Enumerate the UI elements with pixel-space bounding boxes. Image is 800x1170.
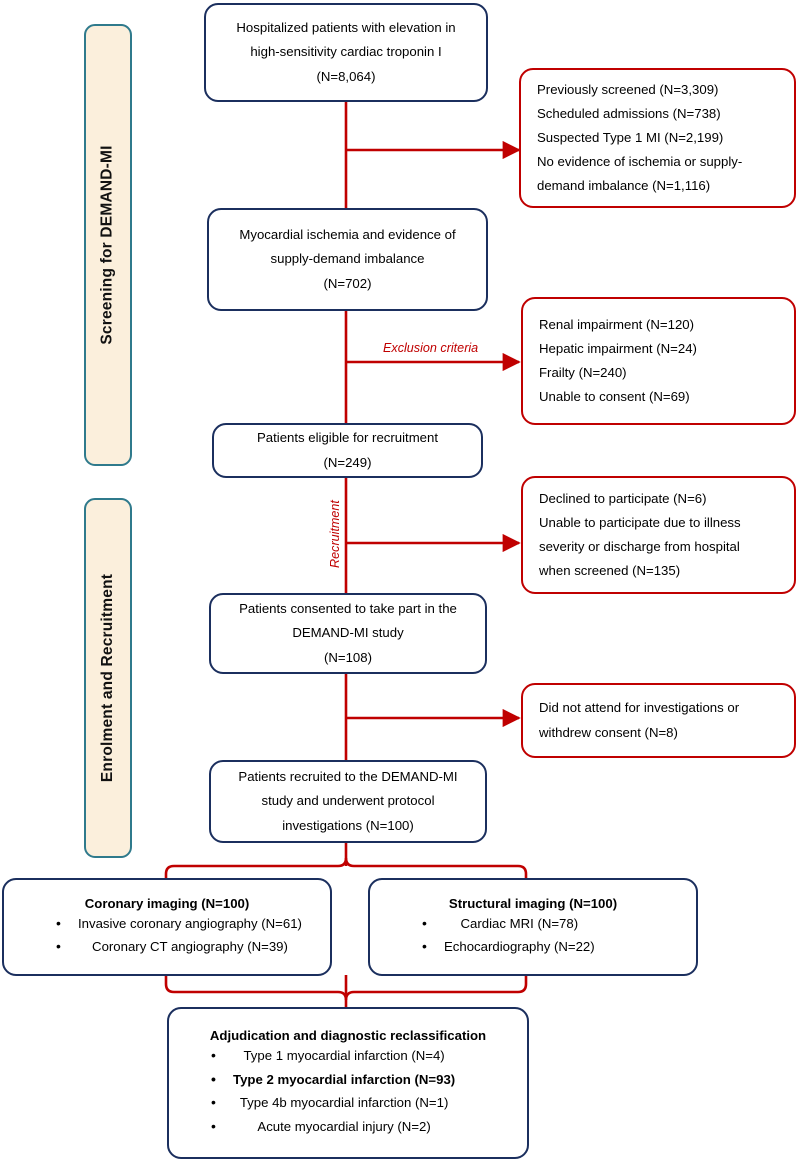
- phase-rail-enrolment: Enrolment and Recruitment: [84, 498, 132, 858]
- bullet-list: Cardiac MRI (N=78) Echocardiography (N=2…: [370, 911, 595, 959]
- node-line: investigations (N=100): [282, 817, 414, 833]
- exclusion-line: Suspected Type 1 MI (N=2,199): [537, 129, 724, 145]
- node-recruitment-exclusions: Declined to participate (N=6) Unable to …: [521, 476, 796, 594]
- node-enrolled-troponin: Hospitalized patients with elevation in …: [204, 3, 488, 102]
- node-line: Patients eligible for recruitment: [256, 430, 439, 446]
- node-line: (N=8,064): [316, 68, 376, 84]
- node-structural-imaging: Structural imaging (N=100) Cardiac MRI (…: [368, 878, 698, 976]
- exclusion-line: Did not attend for investigations or: [539, 700, 740, 716]
- node-line: Hospitalized patients with elevation in: [236, 20, 456, 36]
- node-eligible: Patients eligible for recruitment (N=249…: [212, 423, 483, 478]
- list-item: Invasive coronary angiography (N=61): [56, 911, 302, 936]
- list-item: Echocardiography (N=22): [422, 934, 595, 959]
- node-line: study and underwent protocol: [261, 793, 435, 809]
- node-line: (N=249): [323, 454, 372, 470]
- exclusion-line: Renal impairment (N=120): [539, 316, 695, 332]
- list-item: Acute myocardial injury (N=2): [211, 1114, 455, 1139]
- edge-split-bracket-top: [164, 857, 528, 898]
- node-eligibility-exclusions: Renal impairment (N=120) Hepatic impairm…: [521, 297, 796, 425]
- exclusion-line: when screened (N=135): [539, 563, 681, 579]
- node-attendance-exclusions: Did not attend for investigations or wit…: [521, 683, 796, 758]
- node-line: (N=108): [323, 649, 372, 665]
- edge-merge-bracket-bottom: [164, 960, 528, 1001]
- exclusion-line: Previously screened (N=3,309): [537, 81, 719, 97]
- bullet-list: Type 1 myocardial infarction (N=4) Type …: [169, 1043, 455, 1139]
- exclusion-line: severity or discharge from hospital: [539, 539, 740, 554]
- phase-rail-enrolment-label: Enrolment and Recruitment: [99, 573, 116, 783]
- list-item: Type 1 myocardial infarction (N=4): [211, 1043, 455, 1068]
- node-line: DEMAND-MI study: [292, 625, 404, 641]
- node-line: high-sensitivity cardiac troponin I: [250, 44, 442, 60]
- list-item: Cardiac MRI (N=78): [422, 911, 595, 936]
- exclusion-line: Unable to consent (N=69): [539, 389, 690, 405]
- node-line: (N=702): [323, 275, 372, 291]
- bullet-list: Invasive coronary angiography (N=61) Cor…: [4, 911, 302, 959]
- node-line: Patients consented to take part in the: [239, 601, 457, 617]
- node-title: Structural imaging (N=100): [448, 895, 618, 911]
- node-title: Adjudication and diagnostic reclassifica…: [209, 1028, 487, 1043]
- list-item: Type 4b myocardial infarction (N=1): [211, 1090, 455, 1115]
- exclusion-line: No evidence of ischemia or supply-: [537, 154, 743, 169]
- node-title: Coronary imaging (N=100): [84, 895, 250, 911]
- node-recruited: Patients recruited to the DEMAND-MI stud…: [209, 760, 487, 843]
- edge-label-exclusion-criteria: Exclusion criteria: [383, 341, 479, 355]
- node-line: Patients recruited to the DEMAND-MI: [238, 769, 458, 785]
- node-consented: Patients consented to take part in the D…: [209, 593, 487, 674]
- phase-rail-screening-label: Screening for DEMAND-MI: [99, 145, 117, 345]
- node-coronary-imaging: Coronary imaging (N=100) Invasive corona…: [2, 878, 332, 976]
- node-ischemia-supply-demand: Myocardial ischemia and evidence of supp…: [207, 208, 488, 311]
- list-item: Coronary CT angiography (N=39): [56, 934, 302, 959]
- node-screening-exclusions: Previously screened (N=3,309) Scheduled …: [519, 68, 796, 208]
- exclusion-line: Scheduled admissions (N=738): [537, 105, 721, 121]
- node-adjudication: Adjudication and diagnostic reclassifica…: [167, 1007, 529, 1159]
- phase-rail-screening: Screening for DEMAND-MI: [84, 24, 132, 466]
- edge-label-recruitment: Recruitment: [328, 500, 342, 568]
- node-line: supply-demand imbalance: [270, 251, 425, 267]
- exclusion-line: Declined to participate (N=6): [539, 490, 707, 506]
- exclusion-line: Frailty (N=240): [539, 365, 627, 380]
- node-line: Myocardial ischemia and evidence of: [239, 227, 456, 243]
- exclusion-line: Unable to participate due to illness: [539, 514, 741, 530]
- exclusion-line: demand imbalance (N=1,116): [537, 178, 711, 194]
- exclusion-line: Hepatic impairment (N=24): [539, 340, 697, 356]
- list-item: Type 2 myocardial infarction (N=93): [211, 1067, 455, 1092]
- exclusion-line: withdrew consent (N=8): [539, 724, 678, 740]
